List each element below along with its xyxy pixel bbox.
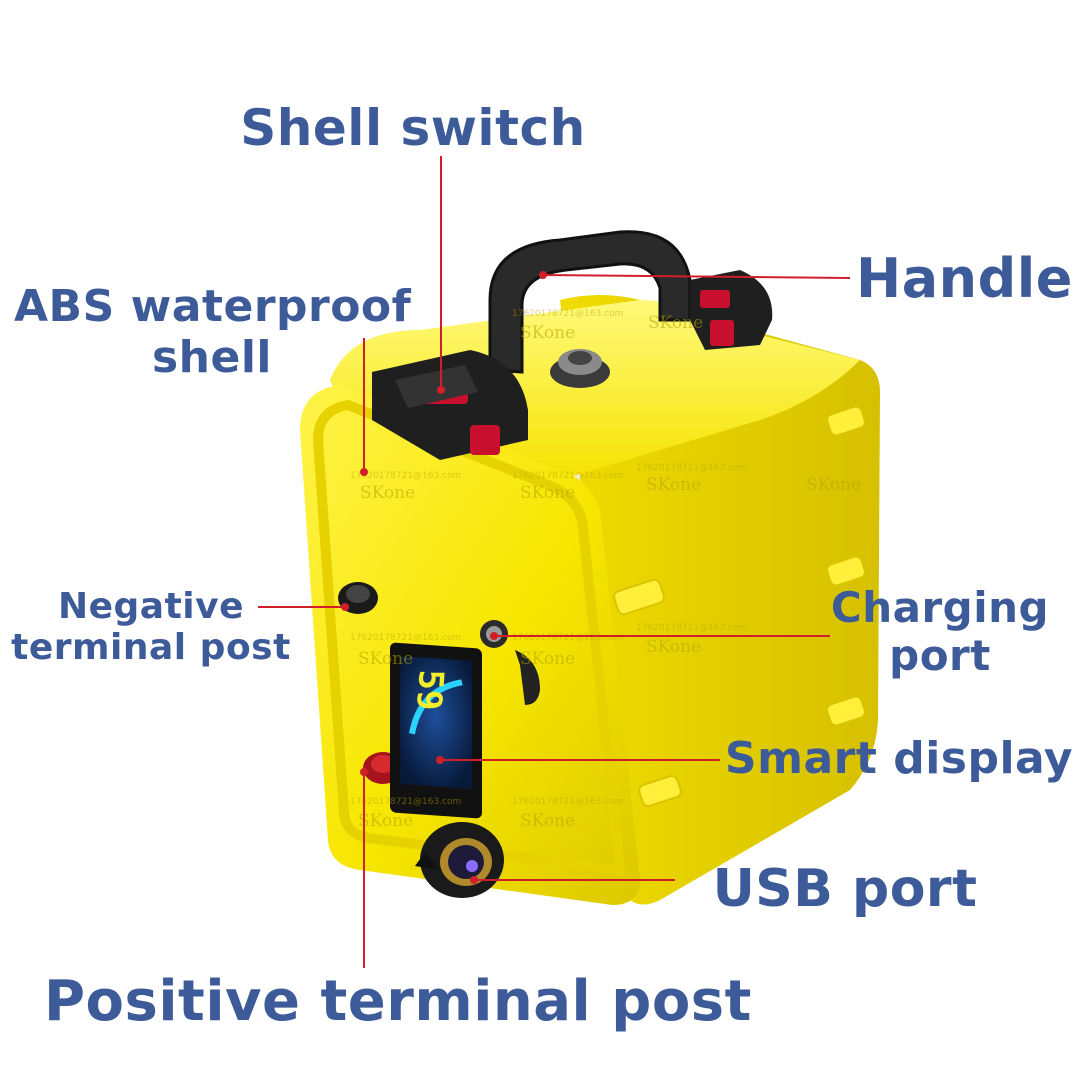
label-handle: Handle	[856, 247, 1073, 310]
display-reading: 59	[408, 670, 451, 711]
leader-handle	[542, 274, 851, 279]
pressure-valve	[550, 349, 610, 388]
label-charging-port: Charging port	[826, 583, 1054, 681]
label-abs-waterproof-shell: ABS waterproof shell	[14, 281, 412, 383]
label-negative-line1: Negative	[57, 586, 245, 627]
watermark-contact: 17620178721@163.com	[350, 797, 461, 807]
label-charging-line2: port	[889, 631, 991, 681]
label-abs-line2: shell	[151, 331, 273, 383]
shell-front-rim	[312, 399, 626, 876]
leader-dots	[341, 271, 547, 884]
watermark-contact: 17620178721@163.com	[636, 623, 747, 633]
watermark-brand: SKone	[360, 483, 415, 503]
latch-right	[690, 270, 773, 350]
watermark-contact: 17620178721@163.com	[350, 471, 461, 481]
watermark-brand: SKone	[520, 649, 575, 669]
watermark-brand: SKone	[358, 811, 413, 831]
label-usb-port: USB port	[712, 859, 978, 919]
watermark-brand: SKone	[806, 475, 861, 495]
label-negative-terminal: Negative terminal post	[10, 586, 292, 669]
watermark-contact: 17620178721@163.com	[512, 471, 623, 481]
watermark-brand: SKone	[646, 475, 701, 495]
watermark-contact: 17620178721@163.com	[350, 633, 461, 643]
label-smart-display: Smart display	[724, 733, 1074, 784]
label-charging-line1: Charging	[830, 583, 1050, 632]
label-positive-terminal: Positive terminal post	[44, 969, 752, 1034]
watermark-contact: 17620178721@163.com	[636, 463, 747, 473]
watermark-contact: 17620178721@163.com	[512, 309, 623, 319]
shell-side-ribs	[613, 405, 866, 808]
watermark-group: SKone SKone SKone SKone SKone SKone SKon…	[350, 309, 861, 831]
label-negative-line2: terminal post	[11, 627, 291, 669]
watermark-brand: SKone	[520, 323, 575, 343]
watermark-brand: SKone	[646, 637, 701, 657]
latch-left	[372, 350, 528, 460]
label-shell-switch: Shell switch	[240, 99, 586, 157]
watermark-brand: SKone	[520, 811, 575, 831]
label-abs-line1: ABS waterproof	[14, 281, 412, 332]
watermark-brand: SKone	[358, 649, 413, 669]
watermark-brand: SKone	[648, 313, 703, 333]
watermark-brand: SKone	[520, 483, 575, 503]
watermark-contact: 17620178721@163.com	[512, 633, 623, 643]
watermark-contact: 17620178721@163.com	[512, 797, 623, 807]
smart-display: 59	[390, 642, 482, 819]
leader-lines	[258, 156, 851, 968]
